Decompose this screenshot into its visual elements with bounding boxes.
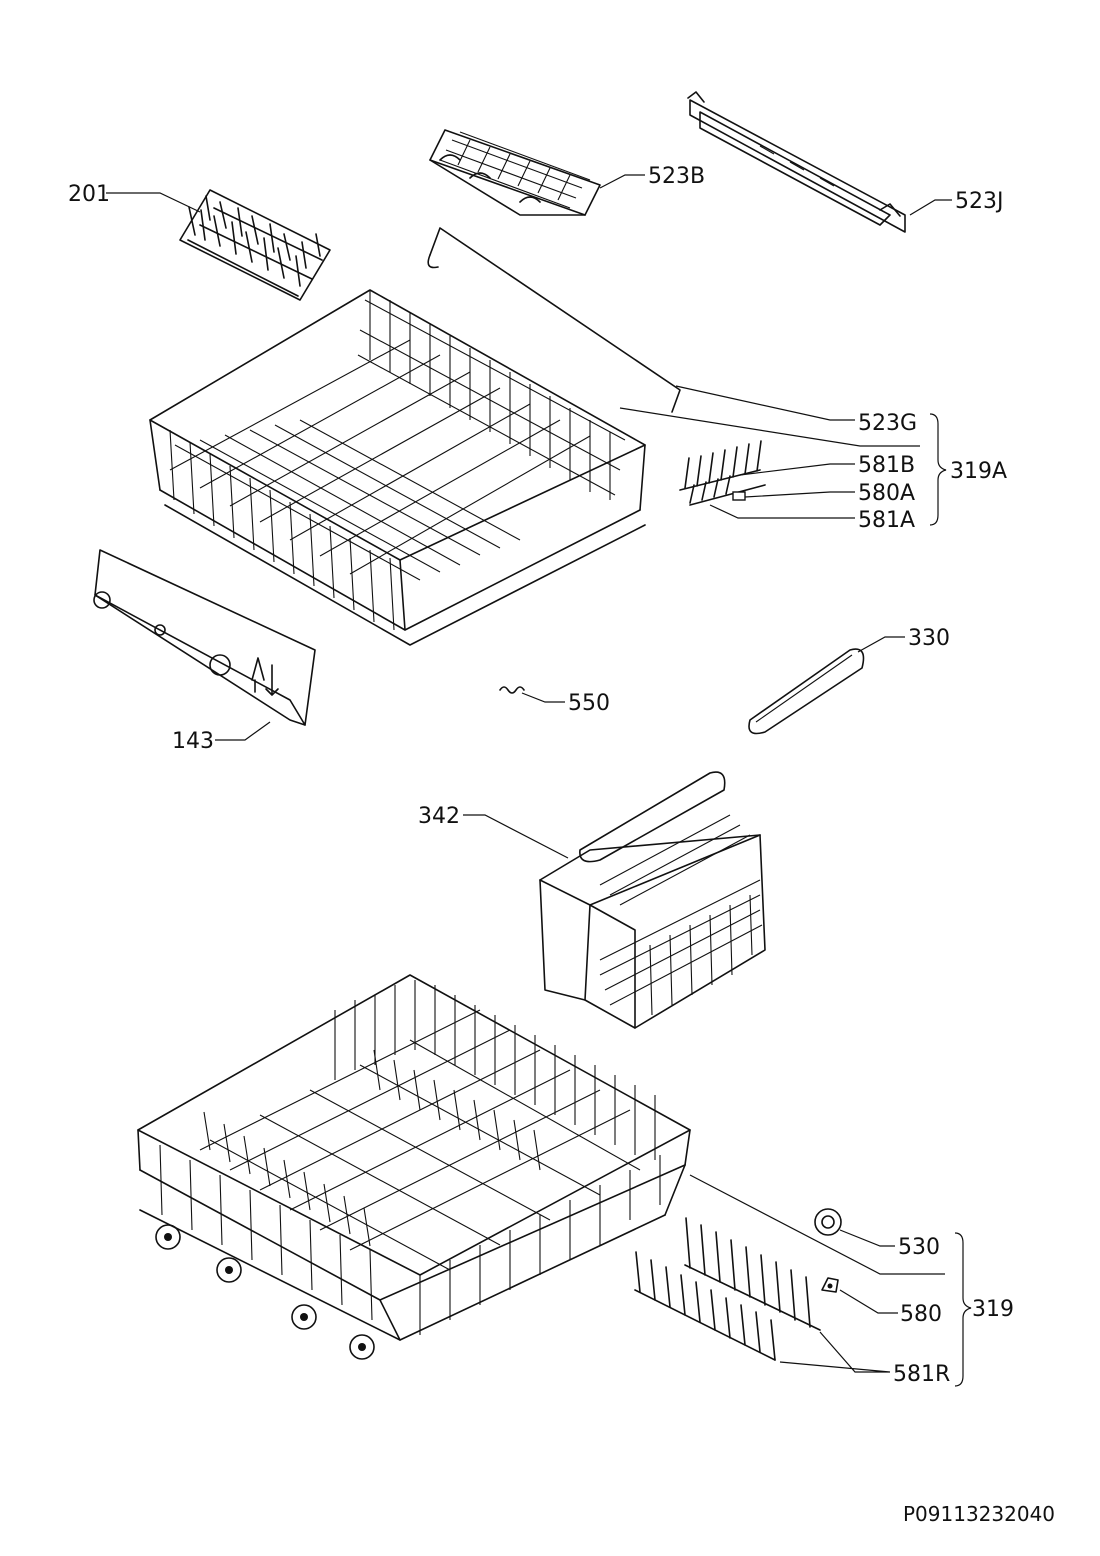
part-530-wheel [814, 1208, 842, 1236]
bracket-319: 319 [954, 1232, 1014, 1387]
basket-wheels [155, 1224, 375, 1360]
callout-581R: 581R [779, 1331, 950, 1387]
upper-basket-319A [149, 227, 681, 646]
label-523G: 523G [858, 411, 917, 436]
callout-580: 580 [839, 1289, 942, 1327]
drawing-code: P09113232040 [903, 1502, 1055, 1526]
callout-basket-319A-leader [619, 407, 920, 447]
part-330-handle [748, 648, 865, 735]
bracket-319A: 319A [929, 413, 1007, 526]
part-342-cutlery-basket [539, 771, 766, 1029]
part-523B-insert [429, 129, 601, 216]
part-201-tine-insert [179, 189, 331, 301]
callout-581A: 581A [709, 504, 915, 533]
callout-523J: 523J [909, 189, 1003, 216]
label-581R: 581R [893, 1362, 950, 1387]
part-581B-581A-tines [679, 440, 766, 506]
label-580A: 580A [858, 481, 915, 506]
label-330: 330 [908, 626, 950, 651]
callout-581B: 581B [739, 453, 915, 478]
label-550: 550 [568, 691, 610, 716]
part-581R-tine-rows [634, 1217, 821, 1361]
part-523J-rail [687, 91, 906, 233]
label-580: 580 [900, 1302, 942, 1327]
part-550-spring [499, 686, 525, 694]
clip-580A [732, 491, 746, 501]
callout-523B: 523B [599, 164, 705, 189]
callout-basket-319-leader [689, 1174, 945, 1275]
label-530: 530 [898, 1235, 940, 1260]
callout-580A: 580A [744, 481, 915, 506]
label-319A: 319A [950, 459, 1007, 484]
part-580-clip [821, 1277, 839, 1293]
part-143-adjuster [93, 549, 316, 726]
callout-143: 143 [172, 721, 271, 754]
label-523B: 523B [648, 164, 705, 189]
label-581A: 581A [858, 508, 915, 533]
label-523J: 523J [955, 189, 1003, 214]
label-201: 201 [68, 182, 110, 207]
label-342: 342 [418, 804, 460, 829]
label-581B: 581B [858, 453, 915, 478]
label-143: 143 [172, 729, 214, 754]
lower-basket-319 [137, 974, 691, 1360]
callout-201: 201 [68, 182, 201, 213]
callout-330: 330 [857, 626, 950, 653]
callout-523G: 523G [675, 385, 917, 436]
callout-530: 530 [839, 1229, 940, 1260]
callout-550: 550 [521, 691, 610, 716]
callout-342: 342 [418, 804, 569, 859]
label-319: 319 [972, 1297, 1014, 1322]
